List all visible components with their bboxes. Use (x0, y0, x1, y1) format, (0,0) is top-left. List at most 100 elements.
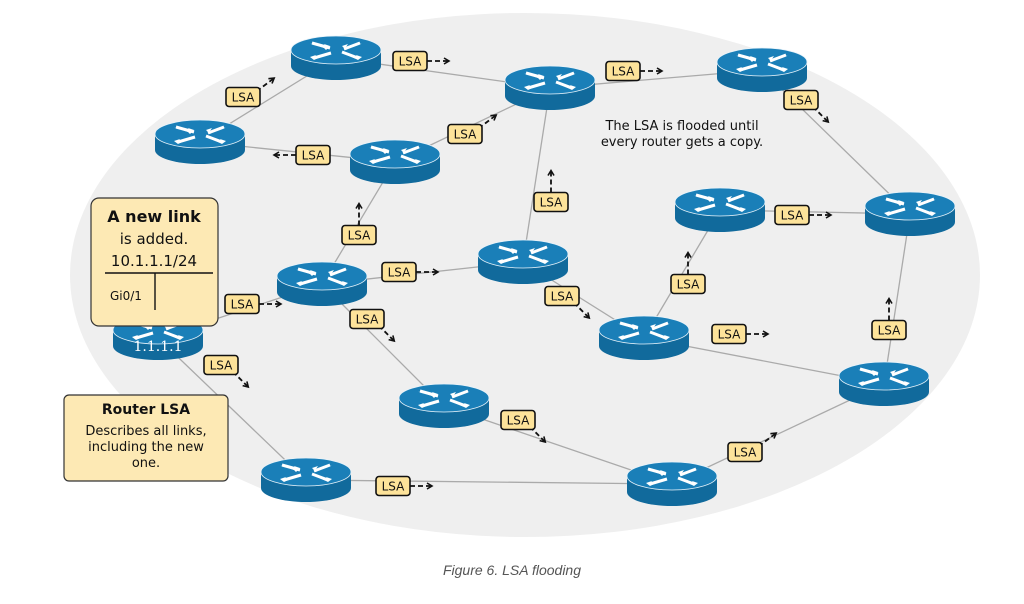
lsa-tag-label: LSA (734, 446, 758, 460)
router (716, 47, 808, 92)
lsa-tag: LSA (349, 308, 396, 343)
router-top (260, 457, 352, 487)
router-top (838, 361, 930, 391)
lsa-tags-layer: LSA LSA LSA LSA LSA LSA LSA LSA LSA LSA LSA LSA LSA L… (203, 50, 907, 497)
lsa-tag: LSA (871, 296, 907, 341)
lsa-tag: LSA (375, 475, 434, 497)
router (349, 139, 441, 184)
router-arrows-icon (174, 125, 226, 144)
router-id-label: 1.1.1.1 (134, 339, 183, 355)
lsa-tag-box (774, 204, 810, 226)
lsa-tag-label: LSA (382, 480, 406, 494)
router-arrows-icon (618, 321, 670, 340)
lsa-tag-box (544, 285, 580, 307)
router-top (349, 139, 441, 169)
network-link (883, 213, 911, 385)
router-top (398, 383, 490, 413)
router-lsa-callout: Router LSA Describes all links, includin… (63, 394, 229, 482)
router-lsa-line-3: one. (132, 456, 160, 471)
lsa-tag-label: LSA (454, 128, 478, 142)
router (154, 119, 246, 164)
router-arrows-icon (296, 267, 348, 286)
router (598, 315, 690, 360)
lsa-tag-label: LSA (388, 266, 412, 280)
router-arrows-icon (884, 197, 936, 216)
router-arrows-icon (646, 467, 698, 486)
router (477, 239, 569, 284)
lsa-tag-box (375, 475, 411, 497)
lsa-tag-label: LSA (781, 209, 805, 223)
router-arrows-icon (280, 463, 332, 482)
router-top (716, 47, 808, 77)
lsa-tag: LSA (711, 323, 770, 345)
lsa-tag-box (225, 86, 261, 108)
lsa-tag: LSA (783, 89, 830, 124)
router (838, 361, 930, 406)
lsa-tag-label: LSA (348, 229, 372, 243)
lsa-tag-box (392, 50, 428, 72)
lsa-tag-label: LSA (612, 65, 636, 79)
routers-layer: 1.1.1.1 (112, 35, 956, 506)
figure-caption: Figure 6. LSA flooding (442, 562, 581, 578)
lsa-tag: LSA (447, 114, 498, 145)
router-lsa-line-2: including the new (88, 440, 204, 455)
router-top (598, 315, 690, 345)
network-link (522, 87, 551, 263)
lsa-tag-box (349, 308, 385, 330)
lsa-tag-label: LSA (507, 414, 531, 428)
router (260, 457, 352, 502)
router-top (276, 261, 368, 291)
router-arrows-icon (418, 389, 470, 408)
lsa-tag-box (727, 441, 763, 463)
lsa-tag: LSA (544, 285, 591, 320)
network-link (157, 337, 307, 481)
lsa-tag-box (295, 144, 331, 166)
lsa-tag-box (670, 273, 706, 295)
router-top (154, 119, 246, 149)
router-top (864, 191, 956, 221)
lsa-tag-label: LSA (718, 328, 742, 342)
lsa-tag-box (605, 60, 641, 82)
router-arrows-icon (858, 367, 910, 386)
lsa-tag: LSA (203, 354, 250, 389)
lsa-tag-label: LSA (231, 298, 255, 312)
network-link (305, 479, 673, 485)
lsa-tag-label: LSA (232, 91, 256, 105)
lsa-tag: LSA (392, 50, 451, 72)
router-arrows-icon (694, 193, 746, 212)
lsa-tag: LSA (341, 201, 377, 246)
router (864, 191, 956, 236)
lsa-tag: LSA (500, 409, 547, 444)
router-arrows-icon (524, 71, 576, 90)
router-arrows-icon (369, 145, 421, 164)
lsa-tag-label: LSA (399, 55, 423, 69)
lsa-tag-box (783, 89, 819, 111)
lsa-tag-label: LSA (551, 290, 575, 304)
router-arrows-icon (736, 53, 788, 72)
router-top (504, 65, 596, 95)
new-link-title: A new link (107, 207, 201, 226)
lsa-tag-label: LSA (540, 196, 564, 210)
lsa-tag-box (533, 191, 569, 213)
new-link-callout: A new link is added. 10.1.1.1/24 Gi0/1 (90, 197, 219, 327)
lsa-tag-box (381, 261, 417, 283)
lsa-tag-box (871, 319, 907, 341)
lsa-tag-label: LSA (790, 94, 814, 108)
router (504, 65, 596, 110)
flood-note: The LSA is flooded until every router ge… (601, 119, 763, 150)
lsa-tag-box (341, 224, 377, 246)
lsa-tag: LSA (381, 261, 440, 283)
router-lsa-title: Router LSA (102, 402, 190, 418)
router-top (626, 461, 718, 491)
new-link-address: 10.1.1.1/24 (111, 252, 197, 270)
lsa-tag-box (447, 123, 483, 145)
router (674, 187, 766, 232)
lsa-tag: LSA (272, 144, 331, 166)
lsa-tag-label: LSA (302, 149, 326, 163)
lsa-tag-box (711, 323, 747, 345)
lsa-tag-label: LSA (356, 313, 380, 327)
lsa-tag-label: LSA (878, 324, 902, 338)
flood-note-line-2: every router gets a copy. (601, 135, 763, 150)
lsa-tag-box (203, 354, 239, 376)
lsa-tag-box (224, 293, 260, 315)
